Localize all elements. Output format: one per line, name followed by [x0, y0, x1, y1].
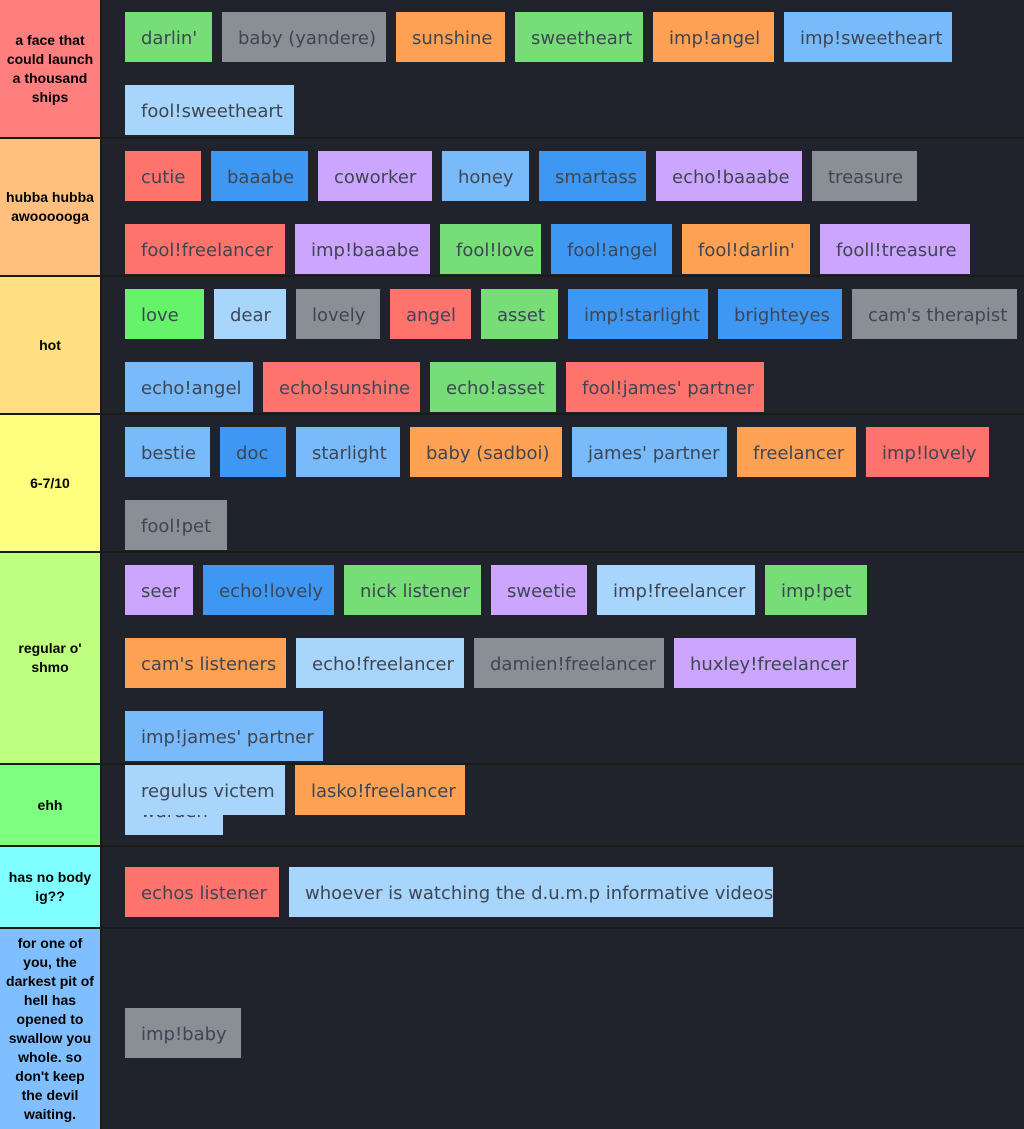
tier-label[interactable]: regular o' shmo [0, 553, 100, 763]
tier-label[interactable]: ehh [0, 765, 100, 845]
tier-item[interactable]: baby (sadboi) [410, 427, 562, 477]
tier-item[interactable]: freelancer [737, 427, 856, 477]
tier-item[interactable]: imp!pet [765, 565, 867, 615]
tier-item[interactable]: imp!lovely [866, 427, 989, 477]
tier-label[interactable]: a face that could launch a thousand ship… [0, 0, 100, 137]
tier-item[interactable]: honey [442, 151, 529, 201]
tier-item[interactable]: treasure [812, 151, 917, 201]
tier-items: imp!baby [102, 929, 1024, 1129]
tier-item[interactable]: baaabe [211, 151, 308, 201]
tier-item[interactable]: imp!starlight [568, 289, 708, 339]
tier-item[interactable]: cutie [125, 151, 201, 201]
tier-item[interactable]: echos listener [125, 867, 279, 917]
tier-item[interactable]: imp!baby [125, 1008, 241, 1058]
tier-item[interactable]: dear [214, 289, 286, 339]
tier-item[interactable]: imp!james' partner [125, 711, 323, 761]
tier-item[interactable]: echo!asset [430, 362, 556, 412]
tier-item[interactable]: angel [390, 289, 471, 339]
tier-item[interactable]: cam's listeners [125, 638, 286, 688]
tier-item[interactable]: fool!love [440, 224, 541, 274]
tier-item[interactable]: james' partner [572, 427, 727, 477]
tier-label[interactable]: 6-7/10 [0, 415, 100, 551]
tier-item[interactable]: fool!sweetheart [125, 85, 294, 135]
tier-item[interactable]: love [125, 289, 204, 339]
tier-row: for one of you, the darkest pit of hell … [0, 929, 1024, 1129]
tier-item[interactable]: regulus victem [125, 765, 285, 815]
tier-item[interactable]: lovely [296, 289, 380, 339]
tier-item[interactable]: smartass [539, 151, 646, 201]
tier-item[interactable]: coworker [318, 151, 432, 201]
tier-item[interactable]: fool!james' partner [566, 362, 764, 412]
tier-item[interactable]: sweetie [491, 565, 587, 615]
tier-item[interactable]: huxley!freelancer [674, 638, 856, 688]
tier-item[interactable]: echo!sunshine [263, 362, 420, 412]
tier-item[interactable]: sunshine [396, 12, 505, 62]
tier-item[interactable]: imp!baaabe [295, 224, 430, 274]
tier-item[interactable]: fooll!treasure [820, 224, 970, 274]
tier-item[interactable]: bestie [125, 427, 210, 477]
tier-item[interactable]: fool!freelancer [125, 224, 285, 274]
tier-item[interactable]: cam's therapist [852, 289, 1017, 339]
tier-item[interactable]: whoever is watching the d.u.m.p informat… [289, 867, 773, 917]
tier-item[interactable]: echo!angel [125, 362, 253, 412]
tier-label[interactable]: hot [0, 277, 100, 413]
tier-label[interactable]: for one of you, the darkest pit of hell … [0, 929, 100, 1129]
tier-item[interactable]: fool!darlin' [682, 224, 810, 274]
tier-item[interactable]: darlin' [125, 12, 212, 62]
tier-item[interactable]: fool!angel [551, 224, 672, 274]
tier-item[interactable]: damien!freelancer [474, 638, 664, 688]
tier-item[interactable]: echo!lovely [203, 565, 334, 615]
tier-item[interactable]: echo!freelancer [296, 638, 464, 688]
tier-row: a face that could launch a thousand ship… [0, 0, 1024, 137]
tier-item[interactable]: nick listener [344, 565, 481, 615]
tier-label[interactable]: hubba hubba awoooooga [0, 139, 100, 275]
tier-item[interactable]: seer [125, 565, 193, 615]
tier-item[interactable]: brighteyes [718, 289, 842, 339]
tier-item[interactable]: echo!baaabe [656, 151, 802, 201]
tier-item[interactable]: baby (yandere) [222, 12, 386, 62]
tier-label[interactable]: has no body ig?? [0, 847, 100, 927]
tier-item[interactable]: imp!angel [653, 12, 774, 62]
tier-item[interactable]: doc [220, 427, 286, 477]
tier-item[interactable]: starlight [296, 427, 400, 477]
tier-item[interactable]: lasko!freelancer [295, 765, 465, 815]
tier-item[interactable]: imp!freelancer [597, 565, 755, 615]
tier-item[interactable]: asset [481, 289, 558, 339]
tier-item[interactable]: imp!sweetheart [784, 12, 952, 62]
tier-item[interactable]: sweetheart [515, 12, 643, 62]
tier-item[interactable]: fool!pet [125, 500, 227, 550]
